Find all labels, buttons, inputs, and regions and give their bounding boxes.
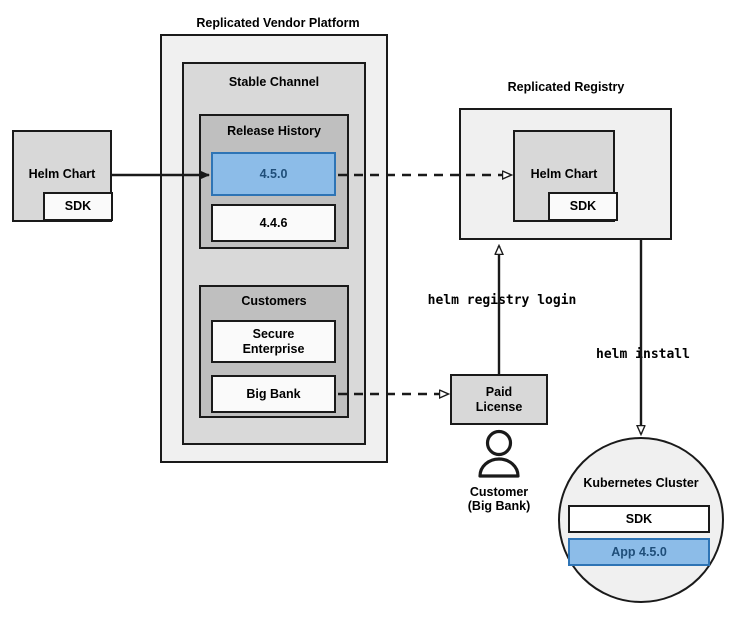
stable-channel-label: Stable Channel — [228, 74, 320, 89]
kubernetes-cluster-label: Kubernetes Cluster — [583, 475, 699, 490]
paid-license-label: Paid License — [475, 384, 523, 414]
release-item-4-4-6[interactable] — [211, 204, 336, 242]
release-item-4-5-0-label: 4.5.0 — [259, 166, 288, 181]
source-helm-chart-label: Helm Chart — [28, 166, 96, 181]
customer-item-big-bank[interactable] — [211, 375, 336, 413]
registry-helm-chart-label: Helm Chart — [530, 166, 598, 181]
registry-sdk-label: SDK — [569, 199, 597, 213]
cluster-item-sdk[interactable] — [568, 505, 710, 533]
customer-item-big-bank-label: Big Bank — [246, 386, 301, 401]
person-icon — [478, 429, 520, 478]
source-sdk-label: SDK — [64, 199, 92, 213]
cluster-item-app[interactable] — [568, 538, 710, 566]
vendor-platform-title: Replicated Vendor Platform — [196, 16, 360, 30]
release-item-4-5-0[interactable] — [211, 152, 336, 196]
customer-item-secure-enterprise[interactable] — [211, 320, 336, 363]
cluster-item-sdk-label: SDK — [625, 511, 653, 526]
customers-label: Customers — [241, 293, 307, 308]
command-helm-install: helm install — [596, 347, 690, 362]
command-registry-login: helm registry login — [427, 293, 577, 308]
release-item-4-4-6-label: 4.4.6 — [259, 215, 288, 230]
source-sdk-box — [43, 192, 113, 221]
customer-item-secure-enterprise-label: Secure Enterprise — [242, 326, 305, 356]
cluster-item-app-label: App 4.5.0 — [611, 544, 667, 559]
release-history-label: Release History — [227, 123, 321, 138]
customer-caption: Customer (Big Bank) — [467, 485, 531, 514]
paid-license-box — [450, 374, 548, 425]
registry-sdk-box — [548, 192, 618, 221]
registry-title: Replicated Registry — [507, 80, 625, 94]
